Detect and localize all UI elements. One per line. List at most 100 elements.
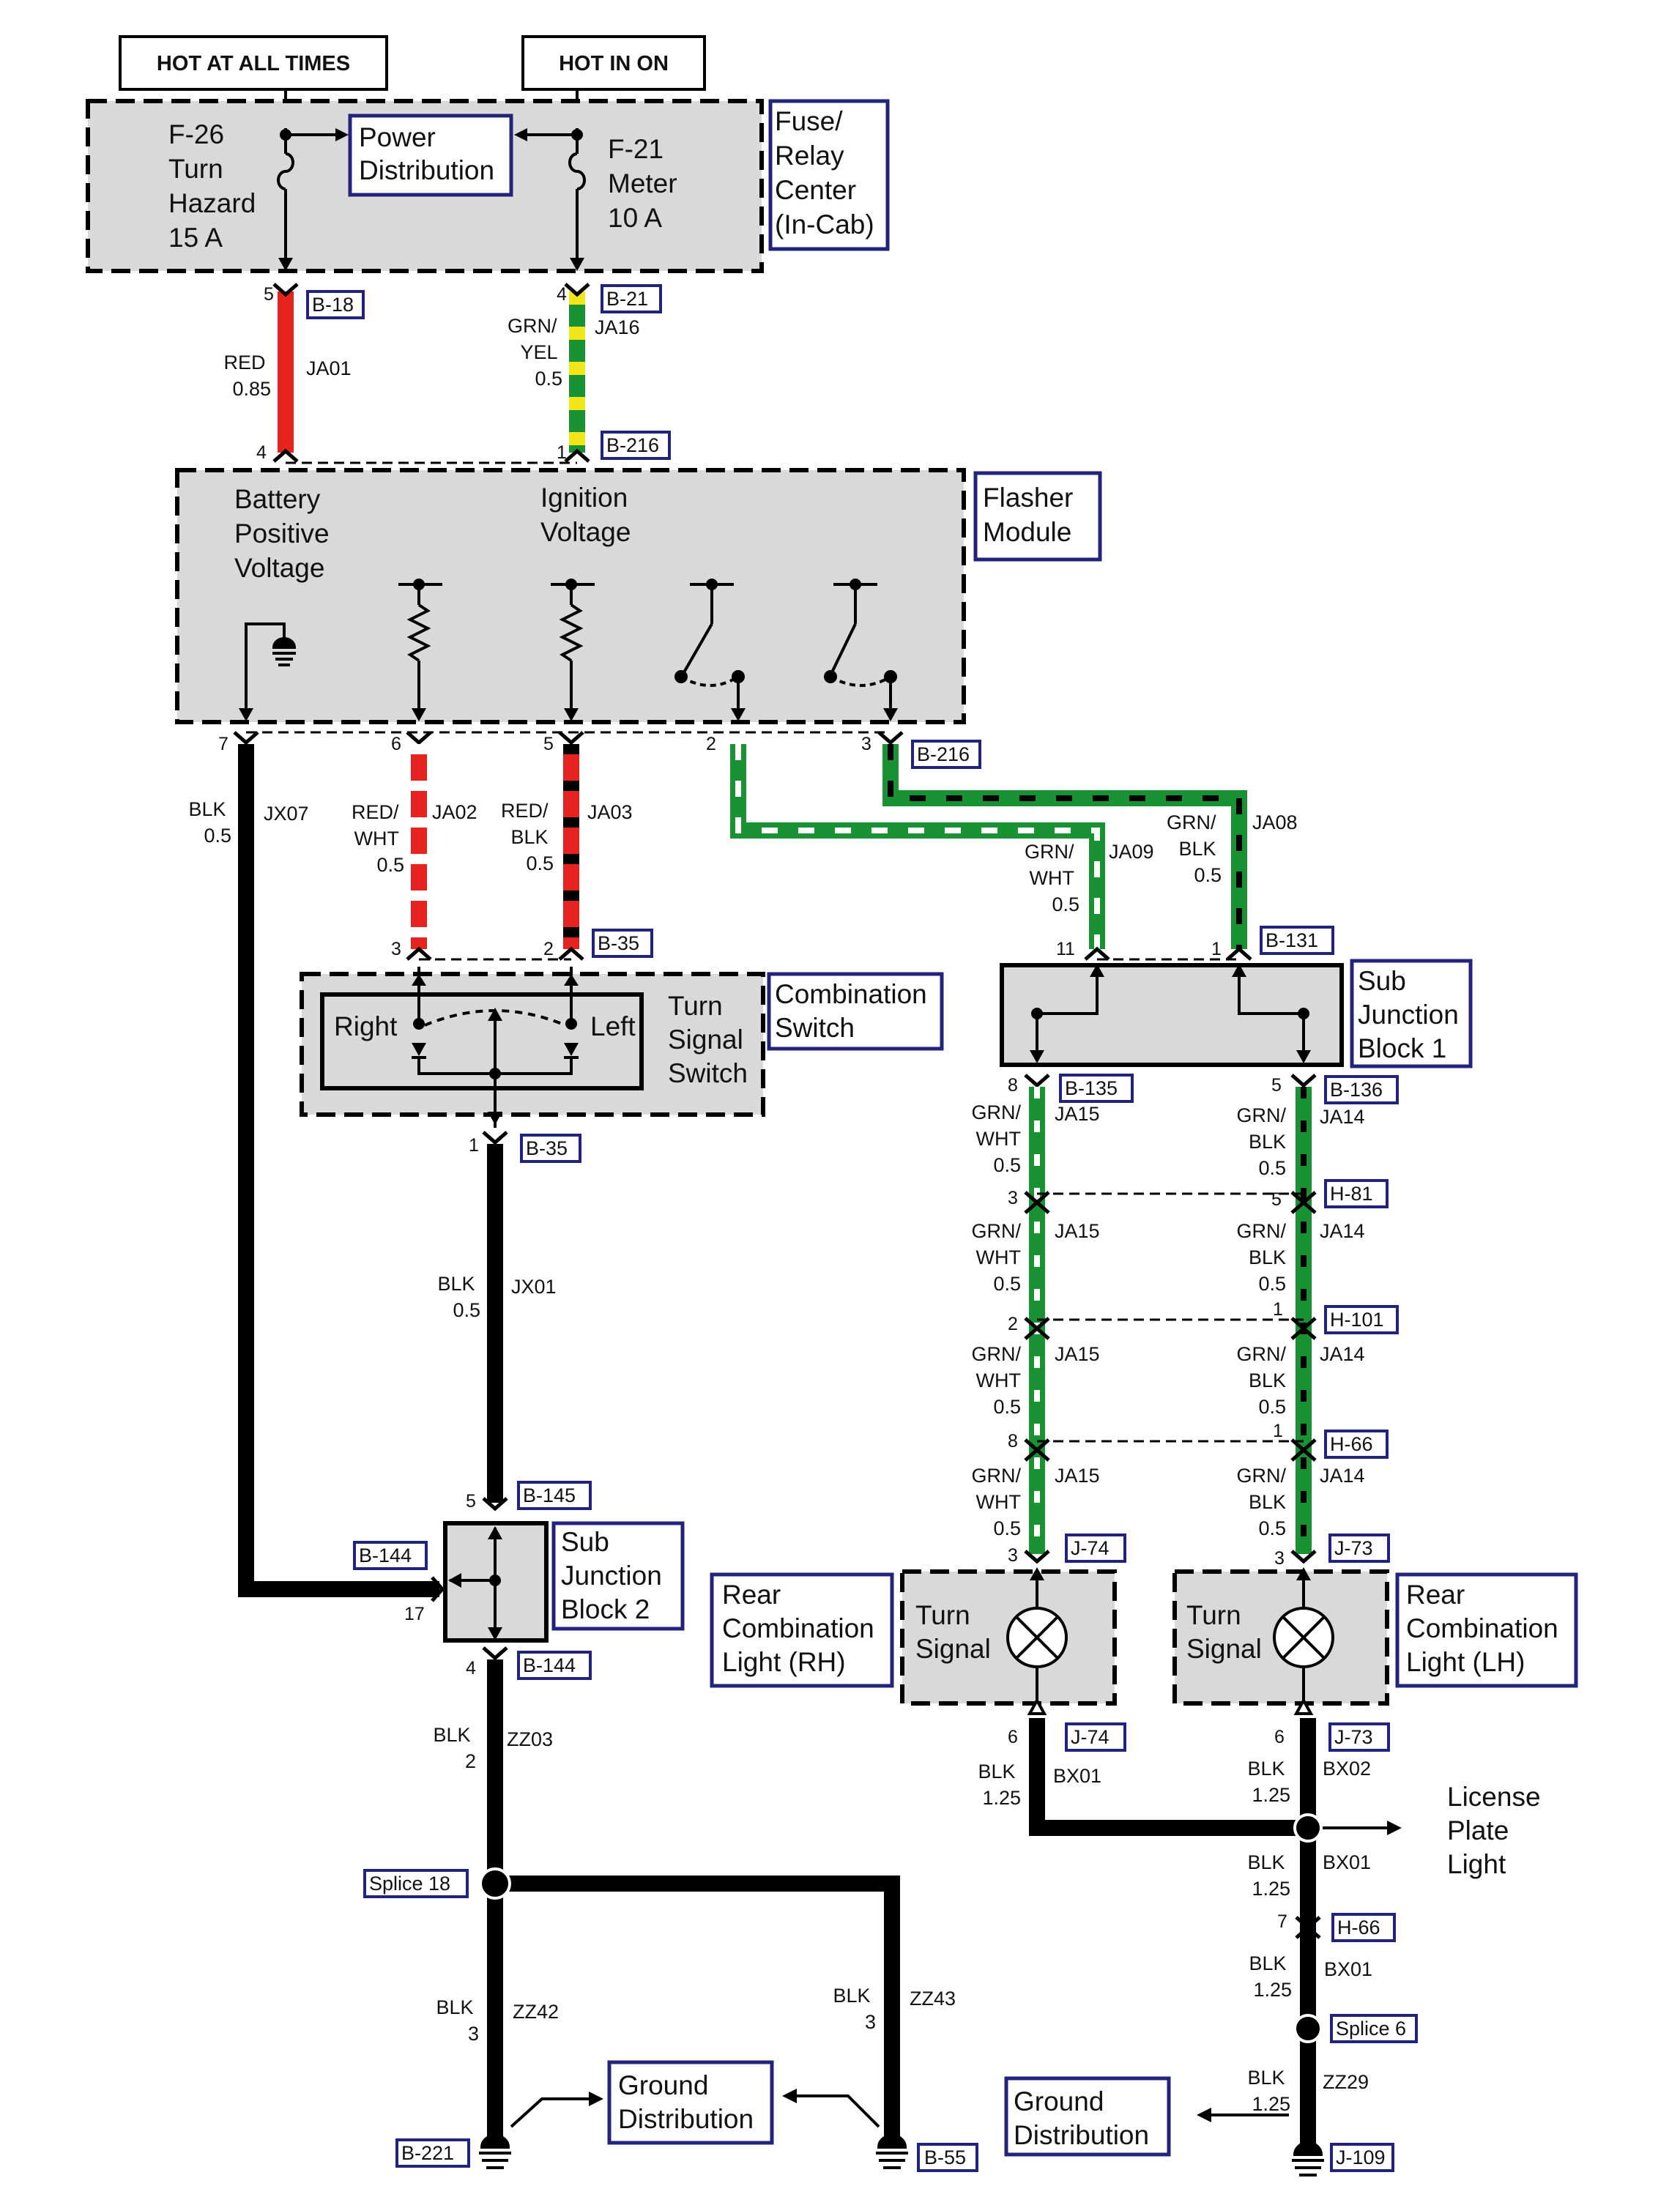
ground-distribution-right-box [1004,2076,1171,2157]
tag-b35-bottom-text: B-35 [526,1137,568,1159]
tag-h66-bottom [1331,1913,1396,1942]
pin-7-h66: 7 [1277,1911,1287,1932]
b144-side-mark [431,1576,445,1602]
tag-b131 [1260,926,1334,955]
tag-b35-bottom [520,1134,581,1163]
tag-b136 [1324,1075,1399,1104]
flasher-module-tag [973,471,1102,562]
b35-top-marks [406,946,584,961]
tag-j74-top [1065,1534,1126,1563]
tag-j74-bottom-text: J-74 [1071,1726,1110,1748]
wire-bx01-lower-spec: BLK 1.25 [1249,1952,1292,2001]
tag-h66-bottom-text: H-66 [1337,1917,1380,1938]
tag-b145-text: B-145 [523,1484,576,1506]
rear-light-lh-label: Rear Combination Light (LH) [1406,1580,1566,1677]
wire-ja03-spec: RED/ BLK 0.5 [501,800,554,874]
pin-11-b131: 11 [1056,939,1075,959]
combination-switch-tag [767,972,944,1051]
sub-junction-1-label: Sub Junction Block 1 [1358,966,1466,1063]
pin-3-j73: 3 [1274,1548,1285,1569]
j74-j73-top-marks [1024,1550,1317,1564]
wire-zz42-circuit: ZZ42 [513,2001,559,2023]
tag-h101-text: H-101 [1330,1309,1384,1331]
turn-signal-switch-label: Turn Signal Switch [668,991,751,1088]
wire-ja09 [730,744,1105,949]
tag-b216-top-text: B-216 [606,434,659,456]
ground-b221-icon [479,2134,511,2169]
pin-1-h66: 1 [1273,1421,1283,1441]
flasher-relay-switch-1 [674,579,746,721]
sub-junction-1-internal [1030,964,1311,1063]
ground-arrows-left [510,2089,880,2128]
rear-light-rh-lamp-label: Turn Signal [915,1600,991,1664]
wire-ja03-circuit: JA03 [587,801,633,823]
wire-ja09-circuit: JA09 [1109,841,1154,863]
tag-splice6 [1330,2014,1418,2043]
rear-light-lh-bulb-icon [1273,1567,1334,1715]
wire-ja16-spec: GRN/ YEL 0.5 [508,315,562,390]
wire-ja16-circuit: JA16 [595,316,640,338]
tag-splice18-text: Splice 18 [369,1873,450,1895]
svg-text:JA14: JA14 [1320,1220,1365,1242]
pin-4-b216: 4 [256,442,267,463]
pin-2-h101: 2 [1008,1314,1018,1334]
splice-license-node [1293,1813,1323,1843]
wire-zz43-spec: BLK 3 [833,1985,876,2033]
b135-b136-marks [1024,1074,1317,1088]
wire-ja08 [882,744,1247,949]
svg-text:JA15: JA15 [1055,1220,1100,1242]
pin-2-b35: 2 [543,939,554,959]
wire-ja09-spec: GRN/ WHT 0.5 [1025,841,1079,915]
b131-top-marks [1084,946,1252,961]
rear-light-lh-tag [1395,1572,1578,1688]
ground-distribution-right-label: Ground Distribution [1014,2086,1149,2150]
license-arrow-icon [1387,1821,1402,1835]
tag-b18-text: B-18 [312,294,354,316]
tag-j74-top-text: J-74 [1071,1537,1110,1559]
svg-text:JA15: JA15 [1055,1343,1100,1365]
tag-j74-bottom [1065,1722,1126,1752]
tag-b221 [395,2138,470,2168]
tag-splice18 [363,1869,469,1898]
tag-h66-top [1324,1430,1389,1459]
pin-1-b35: 1 [469,1135,479,1156]
wire-zz29-circuit: ZZ29 [1323,2071,1369,2093]
fuse-relay-center-tag [768,99,890,251]
pin-3-flasher: 3 [861,734,871,754]
wire-bx01-lower-circuit: BX01 [1324,1958,1372,1980]
tag-j73-top-text: J-73 [1334,1537,1373,1559]
svg-text:JA14: JA14 [1320,1465,1365,1487]
tag-h101 [1324,1305,1399,1334]
h66-lower-marks [1295,1916,1321,1939]
tag-b35-top-text: B-35 [598,932,639,954]
fuse-f21-symbol [514,128,586,271]
b144-bottom-mark [482,1646,508,1661]
wire-zz03-circuit: ZZ03 [507,1728,553,1750]
fuse-f26-symbol [277,128,349,271]
flasher-module-label: Flasher Module [983,483,1081,547]
wire-ja02-circuit: JA02 [432,801,477,823]
pin-2-flasher: 2 [706,734,716,754]
power-distribution-box [348,114,513,197]
svg-text:JA15: JA15 [1055,1465,1100,1487]
hot-at-all-times-box [119,35,388,91]
wire-jx07 [238,744,439,1597]
fuse-f26-label: F-26 Turn Hazard 15 A [168,119,264,253]
tag-b55 [917,2143,978,2172]
fuse-relay-center-label: Fuse/ Relay Center (In-Cab) [775,106,874,239]
pin-4-b144: 4 [466,1658,476,1679]
hot-in-on-label: HOT IN ON [559,52,669,75]
tag-b135-text: B-135 [1065,1077,1118,1099]
b145-mark [482,1497,508,1512]
sub-junction-2-label: Sub Junction Block 2 [561,1527,669,1624]
tag-b136-text: B-136 [1330,1079,1383,1101]
tag-j73-bottom-text: J-73 [1334,1726,1373,1748]
wire-ja02-spec: RED/ WHT 0.5 [352,801,404,876]
